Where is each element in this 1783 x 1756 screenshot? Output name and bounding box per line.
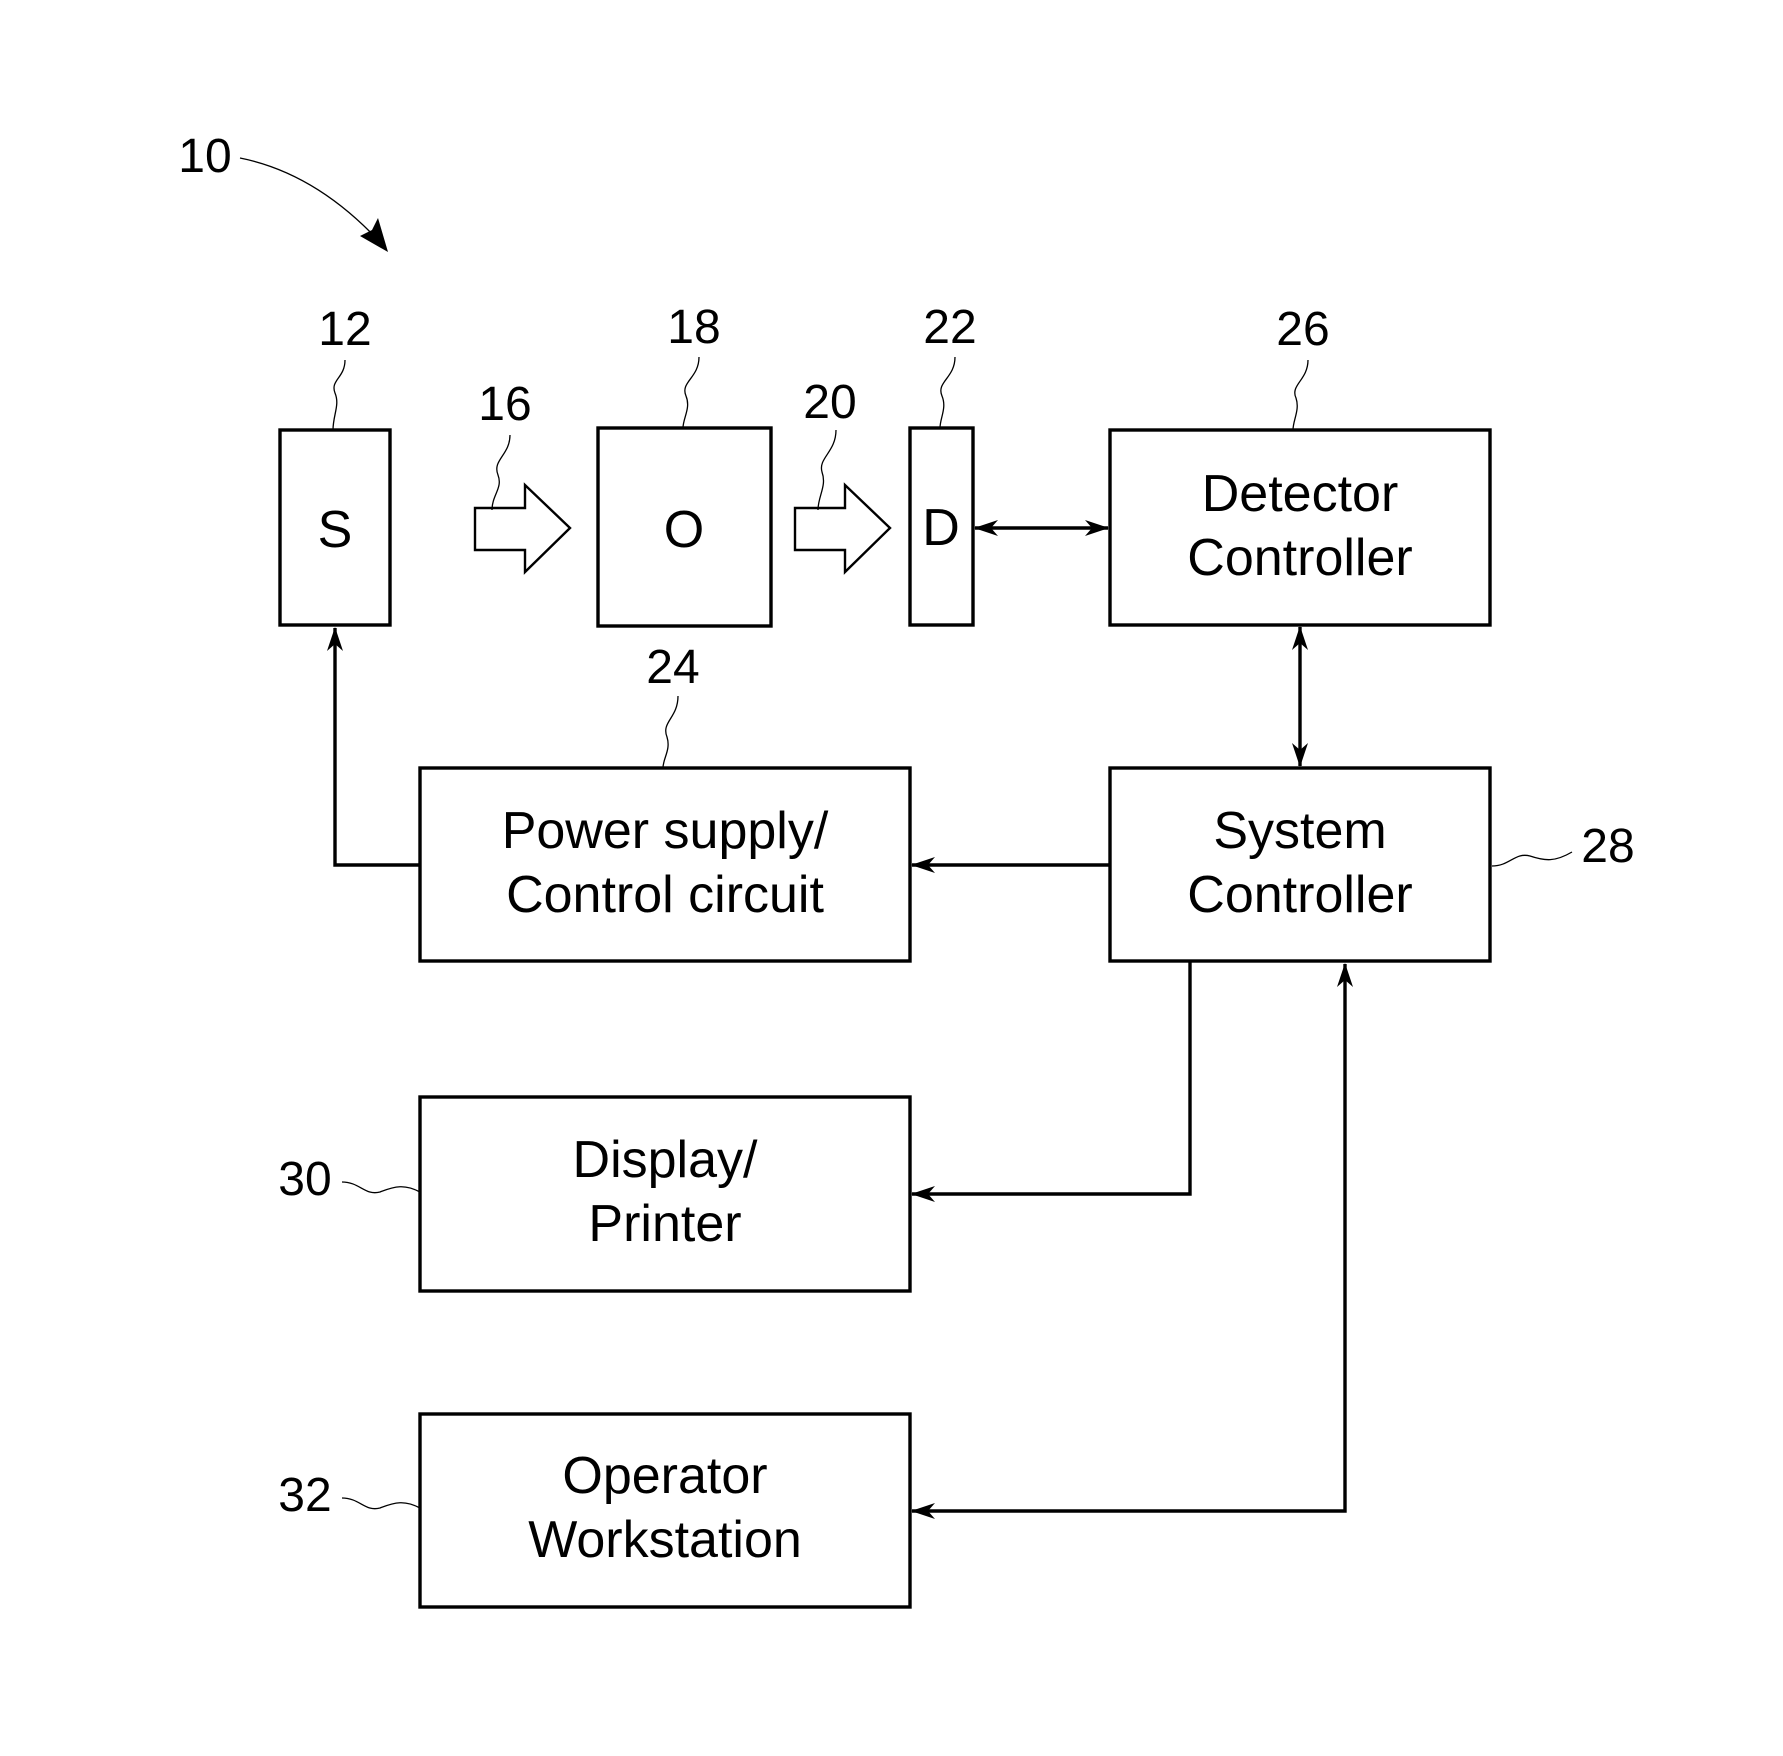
power-supply-box [420, 768, 910, 961]
source-ref-leader [333, 360, 345, 430]
operator-workstation-ref: 32 [278, 1469, 331, 1522]
beam-out-arrow-icon [795, 485, 890, 572]
source-label: S [318, 501, 353, 559]
power-supply-line1: Power supply/ [502, 802, 829, 860]
display-printer-ref: 30 [278, 1153, 331, 1206]
display-printer-line2: Printer [588, 1195, 741, 1253]
detector-controller-line1: Detector [1202, 465, 1399, 523]
detector-controller-box [1110, 430, 1490, 625]
figure-ref-label: 10 [178, 130, 231, 183]
detector-ref: 22 [923, 301, 976, 354]
power-supply-line2: Control circuit [506, 866, 824, 924]
source-ref: 12 [318, 303, 371, 356]
operator-workstation-line2: Workstation [528, 1511, 802, 1569]
system-controller-box [1110, 768, 1490, 961]
power-supply-ref: 24 [646, 641, 699, 694]
object-ref-leader [683, 357, 699, 428]
display-printer-line1: Display/ [573, 1131, 758, 1189]
beam-in-ref-leader [492, 435, 510, 510]
beam-in-arrow-icon [475, 485, 570, 572]
system-controller-ref: 28 [1581, 820, 1634, 873]
detector-controller-ref: 26 [1276, 303, 1329, 356]
detector-label: D [922, 499, 960, 557]
system-controller-line1: System [1213, 802, 1386, 860]
power-to-source-arrow [335, 628, 420, 865]
detector-ref-leader [940, 357, 955, 428]
display-printer-ref-leader [342, 1182, 420, 1193]
object-label: O [664, 501, 704, 559]
operator-workstation-ref-leader [342, 1498, 420, 1509]
display-printer-box [420, 1097, 910, 1291]
detector-controller-line2: Controller [1187, 529, 1412, 587]
power-supply-ref-leader [663, 696, 678, 768]
beam-out-ref: 20 [803, 376, 856, 429]
system-to-display-arrow [912, 961, 1190, 1194]
beam-in-ref: 16 [478, 378, 531, 431]
figure-ref-arrowhead [360, 218, 388, 252]
beam-out-ref-leader [818, 430, 836, 510]
detector-controller-ref-leader [1293, 360, 1308, 430]
object-ref: 18 [667, 301, 720, 354]
system-controller-ref-leader [1492, 852, 1572, 866]
figure-ref-leader [240, 158, 378, 240]
system-controller-line2: Controller [1187, 866, 1412, 924]
workstation-link-arrow [912, 964, 1345, 1511]
operator-workstation-line1: Operator [562, 1447, 767, 1505]
